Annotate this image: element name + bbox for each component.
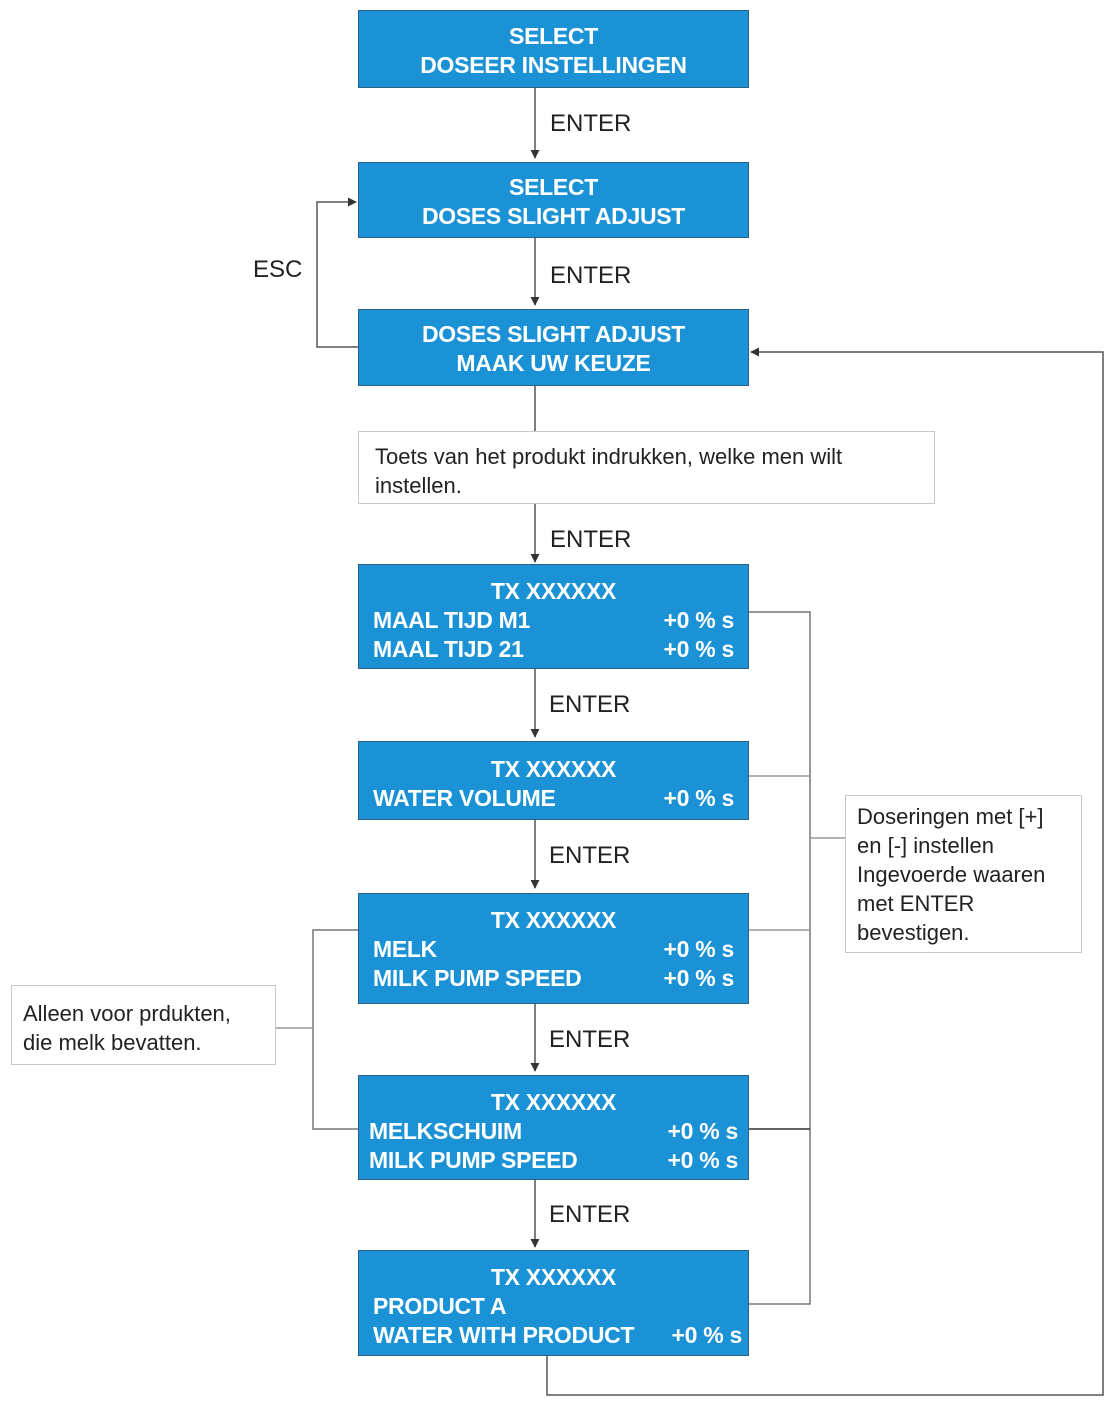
milk-foam-box: TX XXXXXX MELKSCHUIM +0 % s MILK PUMP SPE… (358, 1075, 749, 1180)
setting-value: +0 % s (663, 965, 735, 991)
select-doseer-instellingen-box: SELECT DOSEER INSTELLINGEN (358, 10, 749, 88)
setting-label: MILK PUMP SPEED (373, 965, 582, 991)
setting-label: WATER VOLUME (373, 785, 556, 811)
note-line: bevestigen. (857, 920, 970, 945)
return-loop (546, 347, 1104, 1396)
enter-label: ENTER (550, 110, 632, 137)
note-line: Alleen voor prdukten, (23, 1001, 231, 1026)
setting-value: +0 % s (663, 785, 735, 811)
doses-slight-adjust-box: DOSES SLIGHT ADJUST MAAK UW KEUZE (358, 309, 749, 386)
esc-loop (316, 197, 358, 348)
setting-label: MAAL TIJD M1 (373, 607, 530, 633)
box-line: DOSES SLIGHT ADJUST (421, 321, 686, 347)
setting-row: MELKSCHUIM +0 % s (359, 1117, 748, 1146)
setting-row: MILK PUMP SPEED +0 % s (359, 1146, 748, 1175)
enter-label: ENTER (549, 691, 631, 718)
milk-only-note: Alleen voor prdukten, die melk bevatten. (11, 985, 276, 1065)
box-title: TX XXXXXX (490, 1089, 617, 1115)
select-doses-slight-adjust-box: SELECT DOSES SLIGHT ADJUST (358, 162, 749, 238)
enter-label: ENTER (549, 1026, 631, 1053)
product-a-box: TX XXXXXX PRODUCT A WATER WITH PRODUCT +0… (358, 1250, 749, 1356)
setting-label: WATER WITH PRODUCT (373, 1322, 635, 1348)
setting-value: +0 % s (663, 607, 735, 633)
box-line: DOSES SLIGHT ADJUST (421, 203, 686, 229)
setting-row: MELK +0 % s (359, 935, 748, 964)
note-line: instellen. (375, 473, 462, 498)
grind-time-box: TX XXXXXX MAAL TIJD M1 +0 % s MAAL TIJD 2… (358, 564, 749, 669)
enter-label: ENTER (550, 262, 632, 289)
box-title: TX XXXXXX (490, 578, 617, 604)
setting-value: +0 % s (667, 1118, 739, 1144)
setting-row: WATER WITH PRODUCT +0 % s (359, 1321, 748, 1350)
dosage-note: Doseringen met [+] en [-] instellen Inge… (845, 795, 1082, 953)
setting-row: MILK PUMP SPEED +0 % s (359, 964, 748, 993)
note-line: Ingevoerde waaren (857, 862, 1046, 887)
milk-box: TX XXXXXX MELK +0 % s MILK PUMP SPEED +0 %… (358, 893, 749, 1004)
setting-label: MAAL TIJD 21 (373, 636, 524, 662)
setting-row: MAAL TIJD M1 +0 % s (359, 606, 748, 635)
note-line: Doseringen met [+] (857, 804, 1044, 829)
setting-value: +0 % s (671, 1322, 743, 1348)
setting-value: +0 % s (663, 936, 735, 962)
box-line: MAAK UW KEUZE (456, 350, 651, 376)
water-volume-box: TX XXXXXX WATER VOLUME +0 % s (358, 741, 749, 820)
setting-label: PRODUCT A (373, 1293, 507, 1319)
note-line: en [-] instellen (857, 833, 994, 858)
note-line: die melk bevatten. (23, 1030, 202, 1055)
setting-row: WATER VOLUME +0 % s (359, 784, 748, 813)
milk-bracket (312, 929, 358, 1130)
box-title: TX XXXXXX (490, 907, 617, 933)
setting-label: MILK PUMP SPEED (369, 1147, 578, 1173)
note-line: met ENTER (857, 891, 975, 916)
setting-label: MELKSCHUIM (369, 1118, 522, 1144)
setting-row: MAAL TIJD 21 +0 % s (359, 635, 748, 664)
enter-label: ENTER (549, 1201, 631, 1228)
setting-row: PRODUCT A (359, 1292, 748, 1321)
press-product-note: Toets van het produkt indrukken, welke m… (358, 431, 935, 504)
box-title: TX XXXXXX (490, 1264, 617, 1290)
esc-label: ESC (253, 256, 303, 283)
enter-label: ENTER (549, 842, 631, 869)
setting-value: +0 % s (663, 636, 735, 662)
setting-label: MELK (373, 936, 437, 962)
box-line: DOSEER INSTELLINGEN (420, 52, 687, 78)
enter-label: ENTER (550, 526, 632, 553)
box-line: SELECT (509, 174, 598, 200)
box-line: SELECT (509, 23, 598, 49)
setting-value: +0 % s (667, 1147, 739, 1173)
note-line: Toets van het produkt indrukken, welke m… (375, 444, 843, 469)
box-title: TX XXXXXX (490, 756, 617, 782)
dosage-bracket (749, 611, 811, 1305)
